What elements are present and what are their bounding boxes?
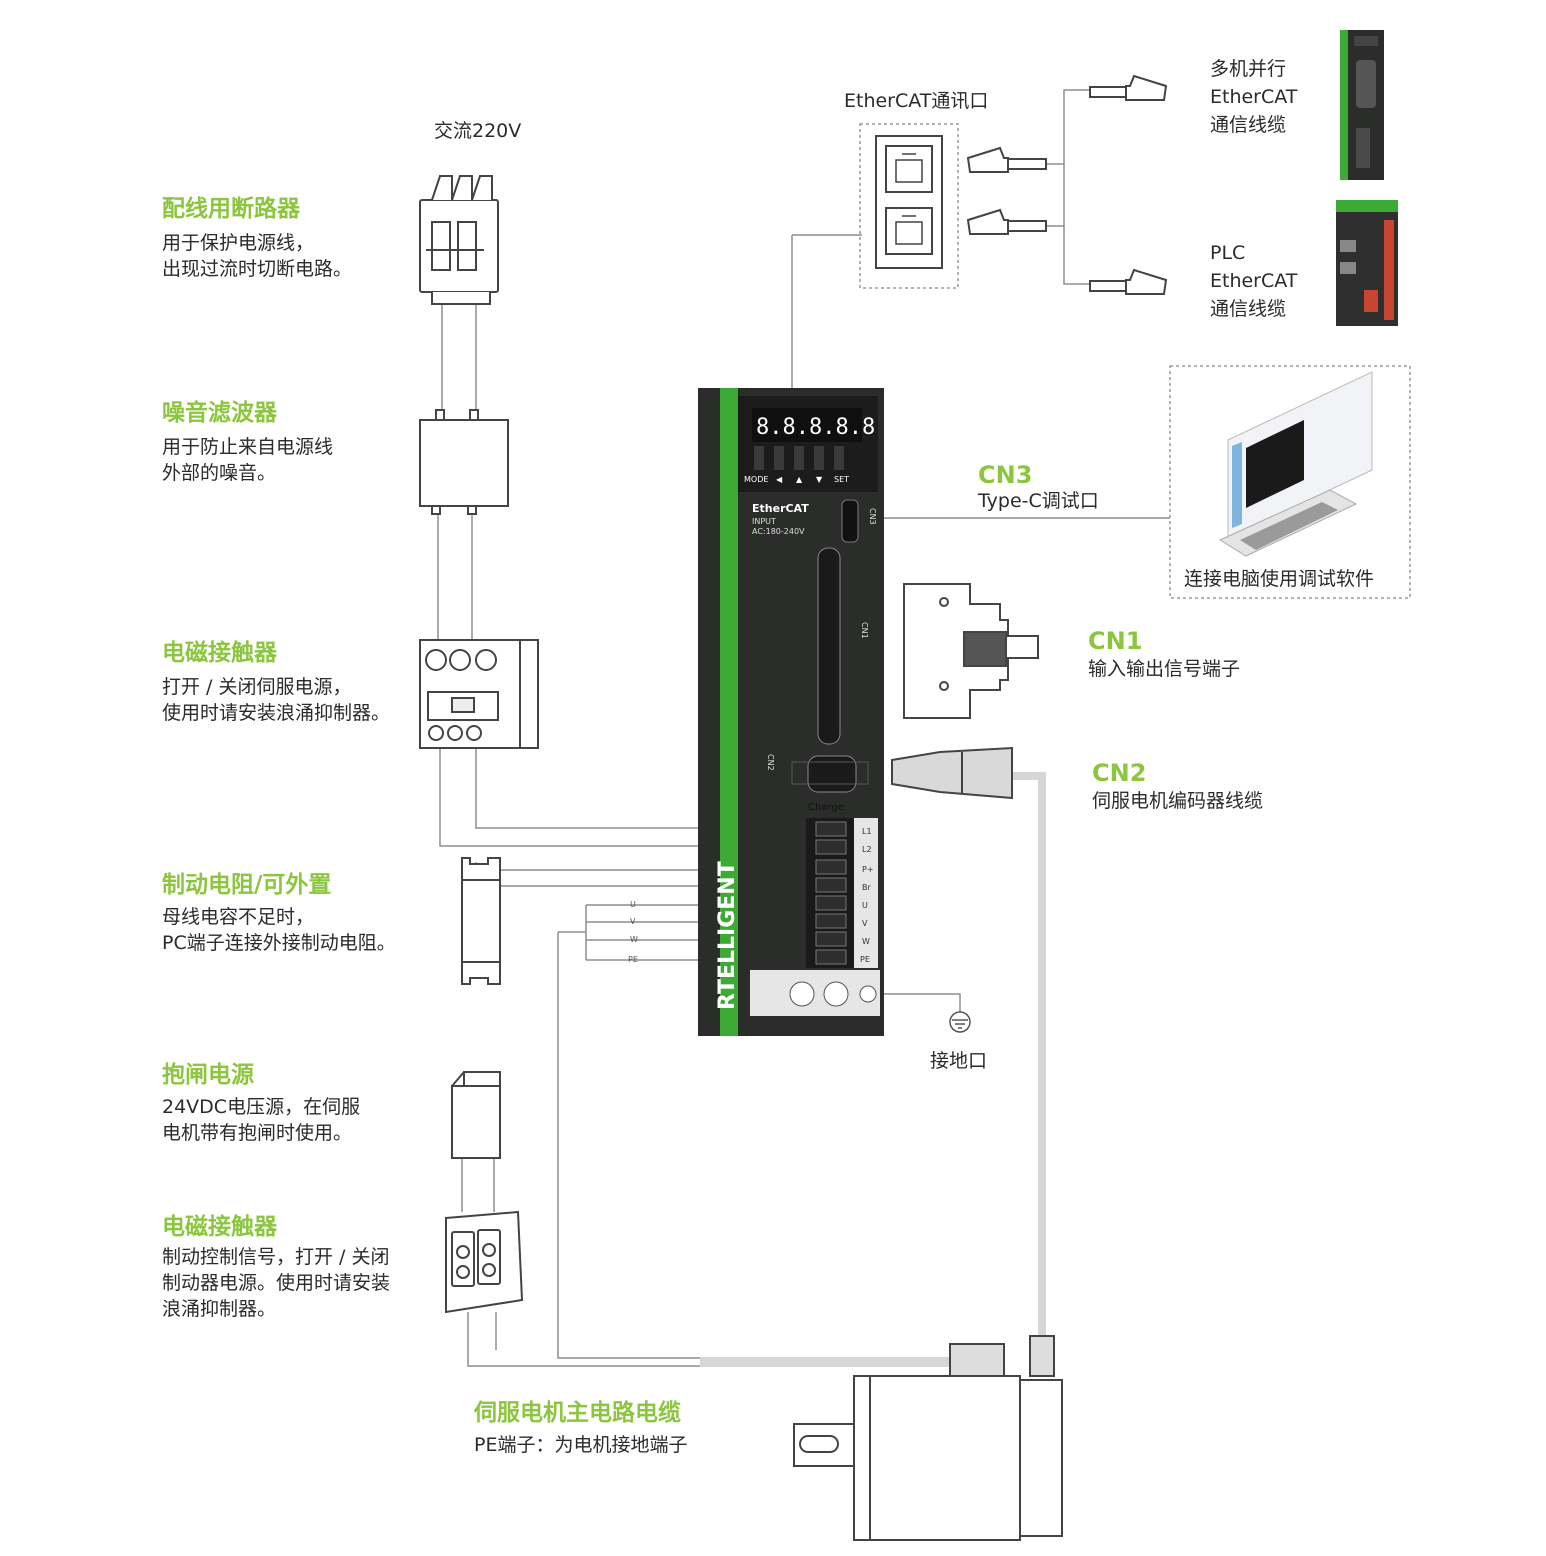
noise-filter-icon: [419, 409, 509, 515]
multi-drive-label-2: EtherCAT: [1210, 86, 1298, 108]
ground-symbol-icon: [949, 1011, 971, 1033]
servo-motor-image: [793, 1335, 1063, 1541]
plc-label-2: EtherCAT: [1210, 270, 1298, 292]
cn2-desc: 伺服电机编码器线缆: [1092, 790, 1264, 812]
resistor-desc-1: 母线电容不足时，: [162, 906, 315, 928]
cn3-title: CN3: [978, 461, 1033, 489]
cn3-desc: Type-C调试口: [978, 490, 1099, 512]
ac-220v-label: 交流220V: [434, 120, 522, 142]
brake-contactor-desc-2: 制动器电源。使用时请安装: [162, 1272, 391, 1294]
brake-supply-desc-1: 24VDC电压源，在伺服: [162, 1096, 361, 1118]
servo-drive: [698, 388, 884, 1036]
circuit-breaker-icon: [419, 175, 499, 305]
brake-supply-desc-2: 电机带有抱闸时使用。: [162, 1122, 353, 1144]
brake-contactor-title: 电磁接触器: [162, 1214, 277, 1240]
wiring-lines: [437, 89, 1170, 1367]
pc-label: 连接电脑使用调试软件: [1184, 568, 1375, 590]
resistor-desc-2: PC端子连接外接制动电阻。: [162, 932, 396, 954]
cn2-connector-icon: [891, 746, 1013, 800]
multi-drive-label-3: 通信线缆: [1210, 114, 1287, 136]
breaker-desc-1: 用于保护电源线，: [162, 232, 315, 254]
filter-desc-1: 用于防止来自电源线: [162, 436, 334, 458]
resistor-title: 制动电阻/可外置: [162, 872, 332, 898]
slave-drive-image: [1340, 30, 1384, 180]
pc-software-image: [1169, 365, 1411, 599]
breaker-desc-2: 出现过流时切断电路。: [162, 258, 353, 280]
motor-cable-desc: PE端子：为电机接地端子: [474, 1434, 688, 1456]
contactor-desc-1: 打开 / 关闭伺服电源，: [162, 676, 352, 698]
rj45-plug-icons: [966, 74, 1168, 295]
cn1-desc: 输入输出信号端子: [1088, 658, 1241, 680]
motor-cable-title: 伺服电机主电路电缆: [474, 1400, 681, 1426]
brake-contactor-icon: [445, 1210, 524, 1314]
contactor-desc-2: 使用时请安装浪涌抑制器。: [162, 702, 391, 724]
cn2-title: CN2: [1092, 759, 1147, 787]
motor-cables: [700, 772, 1046, 1367]
brake-supply-title: 抱闸电源: [162, 1062, 254, 1088]
braking-resistor-icon: [461, 857, 501, 985]
contactor-title: 电磁接触器: [162, 640, 277, 666]
filter-title: 噪音滤波器: [162, 400, 277, 426]
filter-desc-2: 外部的噪音。: [162, 462, 277, 484]
ethercat-port-icon: [859, 123, 959, 289]
plc-label-3: 通信线缆: [1210, 298, 1287, 320]
plc-image: [1336, 200, 1398, 326]
plc-label-1: PLC: [1210, 242, 1246, 264]
ground-label: 接地口: [930, 1050, 988, 1072]
brake-contactor-desc-3: 浪涌抑制器。: [162, 1298, 277, 1320]
cn1-connector-icon: [903, 583, 1039, 719]
multi-drive-label-1: 多机并行: [1210, 58, 1287, 80]
ethercat-port-label: EtherCAT通讯口: [844, 90, 989, 112]
cn1-title: CN1: [1088, 627, 1143, 655]
brake-contactor-desc-1: 制动控制信号，打开 / 关闭: [162, 1246, 390, 1268]
breaker-title: 配线用断路器: [162, 196, 300, 222]
contactor-icon: [419, 639, 539, 749]
brake-power-supply-icon: [451, 1071, 501, 1159]
drive-terminal-slots: [815, 821, 847, 965]
